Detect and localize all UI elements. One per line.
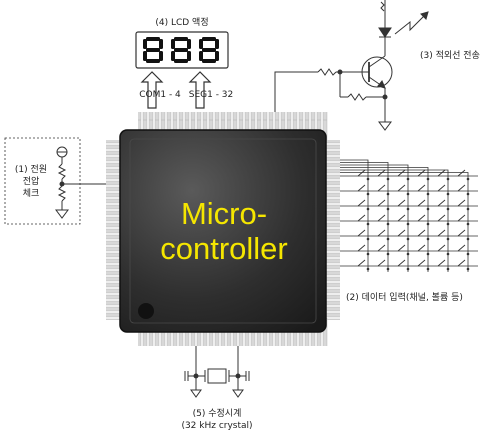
microcontroller-chip: Micro- controller (106, 112, 340, 346)
seg-signal-label: SEG1 - 32 (189, 90, 234, 100)
keypad-switch (357, 244, 370, 256)
lcd-digits (143, 37, 219, 63)
keypad-switch (437, 259, 450, 271)
keypad-switch (437, 184, 450, 196)
keypad-switch (357, 229, 370, 241)
keypad-switch (377, 229, 390, 241)
keypad-switch (357, 199, 370, 211)
keypad-switch (397, 259, 410, 271)
keypad-column-line (340, 164, 409, 272)
keypad-switch (437, 214, 450, 226)
lcd-digit (199, 37, 219, 63)
power-label-line1: (1) 전원 (15, 164, 47, 175)
lcd-display (135, 31, 229, 69)
keypad-switch (417, 169, 430, 181)
keypad-switch (377, 199, 390, 211)
power-check-box (4, 137, 81, 225)
keypad-switch (457, 169, 470, 181)
keypad-switch (417, 214, 430, 226)
seg-arrow (188, 71, 212, 109)
com-signal-label: COM1 - 4 (139, 90, 181, 100)
keypad-switch (357, 259, 370, 271)
com-arrow (140, 71, 164, 109)
keypad-switch (437, 169, 450, 181)
keypad-switch (377, 184, 390, 196)
crystal-circuit (184, 346, 250, 398)
mcu-label-line1: Micro- (181, 196, 267, 231)
ir-transmitter-circuit (274, 0, 429, 131)
keypad-switch (437, 199, 450, 211)
keypad-switch (417, 259, 430, 271)
power-label-line2: 전압 (23, 175, 40, 187)
keypad-switch (457, 214, 470, 226)
keypad-switch (437, 244, 450, 256)
keypad-switch (377, 259, 390, 271)
keypad-column-line (340, 159, 369, 272)
lcd-digit (171, 37, 191, 63)
keypad-column-line (340, 172, 469, 272)
keypad-switch (457, 244, 470, 256)
keypad-column-line (340, 162, 389, 272)
keypad-switch (377, 244, 390, 256)
keypad-switch (397, 184, 410, 196)
keypad-switch (457, 229, 470, 241)
keypad-switch (357, 214, 370, 226)
keypad-switch (397, 214, 410, 226)
mcu-label-line2: controller (160, 231, 288, 266)
keypad-matrix (340, 159, 478, 272)
keypad-switch (417, 229, 430, 241)
keypad-switch (357, 169, 370, 181)
keypad-switch (377, 169, 390, 181)
keypad-switch (377, 214, 390, 226)
crystal-label-line2: (32 kHz crystal) (181, 421, 252, 431)
keypad-switch (437, 229, 450, 241)
keypad-switch (417, 184, 430, 196)
ir-title: (3) 적외선 전송 (420, 49, 480, 61)
keypad-switch (457, 259, 470, 271)
keypad-switch (357, 184, 370, 196)
keypad-switch (417, 244, 430, 256)
lcd-digit (143, 37, 163, 63)
keypad-switch (397, 229, 410, 241)
keypad-switch (397, 199, 410, 211)
keypad-switch (397, 244, 410, 256)
lcd-title: (4) LCD 액정 (155, 16, 208, 28)
power-label-line3: 체크 (23, 188, 40, 199)
keypad-switch (417, 199, 430, 211)
crystal-label-line1: (5) 수정시계 (193, 407, 242, 419)
keypad-column-line (340, 167, 429, 272)
keypad-switch (457, 199, 470, 211)
power-check-circuit (55, 146, 112, 219)
keypad-switch (397, 169, 410, 181)
keypad-switch (457, 184, 470, 196)
keypad-title: (2) 데이터 입력(채널, 볼륨 등) (346, 291, 463, 303)
